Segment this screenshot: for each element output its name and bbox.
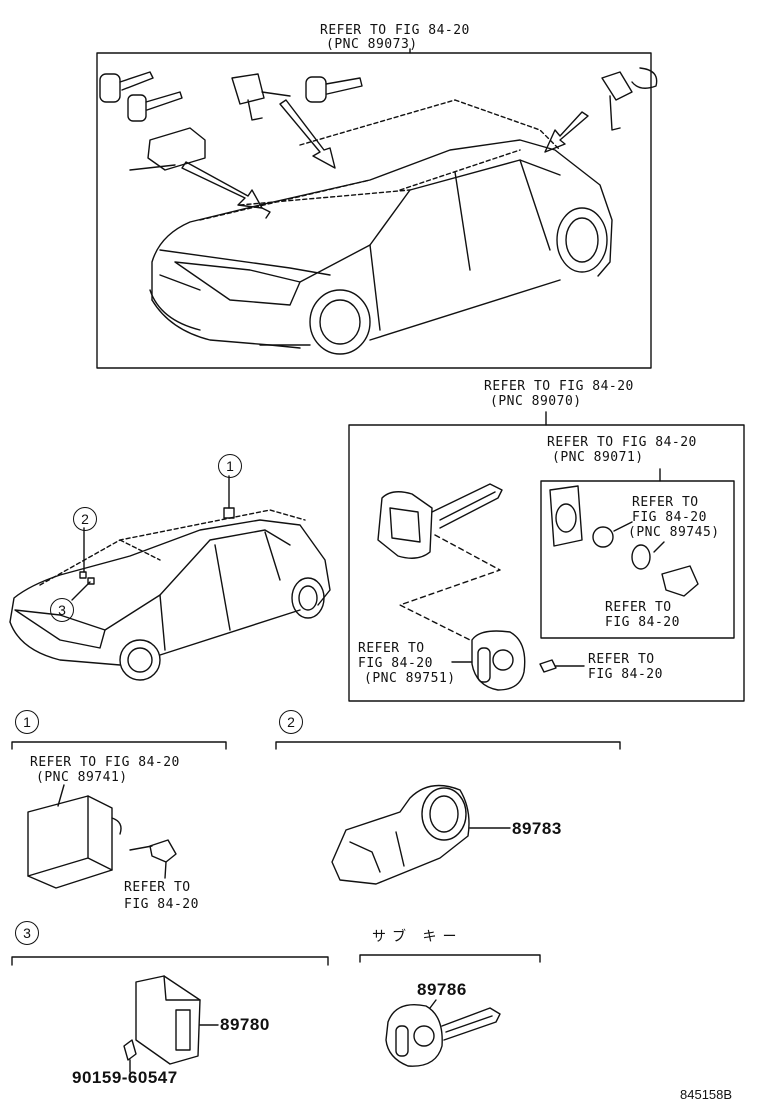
section2-marker: 2	[279, 710, 303, 734]
transponder-parts	[549, 485, 699, 597]
marker-3-number: 3	[58, 602, 66, 618]
subkey-title: サブ キー	[372, 929, 463, 945]
section1-bracket	[11, 741, 227, 750]
key-cover	[471, 630, 526, 691]
ring-refer-label: REFER TO	[605, 600, 672, 615]
cover-pnc-label: (PNC 89751)	[364, 671, 456, 686]
section3-amplifier	[123, 975, 201, 1073]
mid-inner-pnc-label: (PNC 89071)	[552, 450, 644, 465]
top-refer-label: REFER TO FIG 84-20	[320, 23, 470, 38]
section1-marker: 1	[15, 710, 39, 734]
mid-inner-refer-label: REFER TO FIG 84-20	[547, 435, 697, 450]
marker-2: 2	[73, 507, 97, 531]
cover-fig-label: FIG 84-20	[358, 656, 433, 671]
section3-part-number: 89780	[220, 1015, 270, 1034]
section2-bracket	[275, 741, 621, 750]
top-lock-cylinders	[129, 67, 658, 171]
section1-module	[27, 795, 177, 889]
cell-pnc-label: (PNC 89745)	[628, 525, 720, 540]
marker-1: 1	[218, 454, 242, 478]
section1-pnc-label: (PNC 89741)	[36, 770, 128, 785]
arrow-to-door	[181, 161, 263, 209]
section3-marker: 3	[15, 921, 39, 945]
top-pnc-label: (PNC 89073)	[326, 37, 418, 52]
section1-bolt-fig-label: FIG 84-20	[124, 897, 199, 912]
screw-refer-label: REFER TO	[588, 652, 655, 667]
section3-bracket	[11, 956, 329, 966]
arrow-to-hood	[279, 99, 336, 169]
vehicle-small-view	[9, 475, 331, 681]
arrow-to-rear	[544, 111, 589, 153]
section3-number: 3	[23, 925, 31, 941]
screw-fig-label: FIG 84-20	[588, 667, 663, 682]
section1-number: 1	[23, 714, 31, 730]
top-keys	[99, 71, 363, 122]
marker-3: 3	[50, 598, 74, 622]
vehicle-top-view	[149, 99, 613, 355]
section1-refer-label: REFER TO FIG 84-20	[30, 755, 180, 770]
cover-refer-label: REFER TO	[358, 641, 425, 656]
marker-2-number: 2	[81, 511, 89, 527]
section3-bolt-number: 90159-60547	[72, 1068, 178, 1087]
cell-fig-label: FIG 84-20	[632, 510, 707, 525]
section2-ignition-housing	[331, 784, 470, 885]
top-frame	[96, 52, 652, 369]
subkey-illustration	[385, 1004, 501, 1067]
mid-outer-refer-label: REFER TO FIG 84-20	[484, 379, 634, 394]
cell-refer-label: REFER TO	[632, 495, 699, 510]
figure-code: 845158B	[680, 1087, 733, 1102]
marker-1-number: 1	[226, 458, 234, 474]
section2-number: 2	[287, 714, 295, 730]
section1-bolt-refer-label: REFER TO	[124, 880, 191, 895]
subkey-bracket	[359, 954, 541, 963]
section2-part-number: 89783	[512, 819, 562, 838]
mid-outer-pnc-label: (PNC 89070)	[490, 394, 582, 409]
ring-fig-label: FIG 84-20	[605, 615, 680, 630]
subkey-part-number: 89786	[417, 980, 467, 999]
master-key	[377, 483, 503, 559]
transponder-frame	[540, 480, 735, 639]
